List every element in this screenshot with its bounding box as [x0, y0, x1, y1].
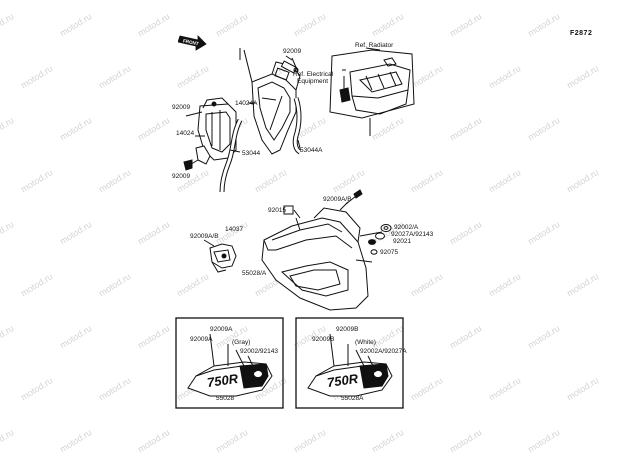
inset-right-label-55028a: 55028A	[341, 395, 364, 402]
inset-right-label-white: (White)	[355, 339, 376, 346]
label-92015: 92015	[268, 207, 287, 214]
inset-right-label-92002a-92027a: 92002A/92027A	[360, 348, 407, 355]
label-ref-electrical-2: Equipment	[297, 78, 329, 85]
cover-14024a	[239, 48, 301, 155]
label-14024: 14024	[176, 130, 195, 137]
clip-92015	[283, 205, 301, 219]
hose-53044	[219, 118, 243, 193]
bolt-92009-top	[280, 55, 299, 74]
label-14037: 14037	[225, 226, 244, 233]
label-92002a: 92002/A	[394, 224, 419, 231]
label-55028a-center: 55028/A	[242, 270, 267, 277]
label-92075: 92075	[380, 249, 399, 256]
inset-left-label-92002-92143: 92002/92143	[240, 348, 278, 355]
label-92009ab-left: 92009A/B	[190, 233, 219, 240]
radiator-reference	[329, 47, 415, 136]
inset-left-label-gray: (Gray)	[232, 339, 251, 346]
diagram-code: F2872	[570, 30, 593, 37]
label-53044a: 53044A	[300, 147, 323, 154]
inset-gray-variant	[175, 317, 284, 409]
label-53044: 53044	[242, 150, 261, 157]
label-92009-left-upper: 92009	[172, 104, 191, 111]
label-92009ab-top: 92009A/B	[323, 196, 352, 203]
label-ref-electrical-1: Ref. Electrical	[293, 71, 334, 78]
label-92027a-92143: 92027A/92143	[391, 231, 434, 238]
inset-right-label-92009b-2: 92009B	[312, 336, 335, 343]
label-14024a: 14024A	[235, 100, 258, 107]
inset-white-variant	[295, 317, 404, 409]
inset-right-label-92009b-1: 92009B	[336, 326, 359, 333]
inset-left-label-92009a-2: 92009A	[190, 336, 213, 343]
front-direction-arrow: FRONT	[178, 35, 207, 51]
label-92021: 92021	[393, 238, 412, 245]
label-ref-radiator: Ref. Radiator	[355, 42, 394, 49]
front-arrow-label: FRONT	[183, 38, 200, 46]
hose-53044a	[292, 97, 302, 155]
lower-cowl-55028	[261, 189, 373, 311]
inner-cover-14024	[183, 97, 237, 171]
bracket-14037	[203, 239, 237, 273]
grommet-set-right	[359, 224, 392, 255]
inset-left-label-92009a-1: 92009A	[210, 326, 233, 333]
label-92009-left-lower: 92009	[172, 173, 191, 180]
label-92009-top: 92009	[283, 48, 302, 55]
inset-left-label-55028: 55028	[216, 395, 235, 402]
